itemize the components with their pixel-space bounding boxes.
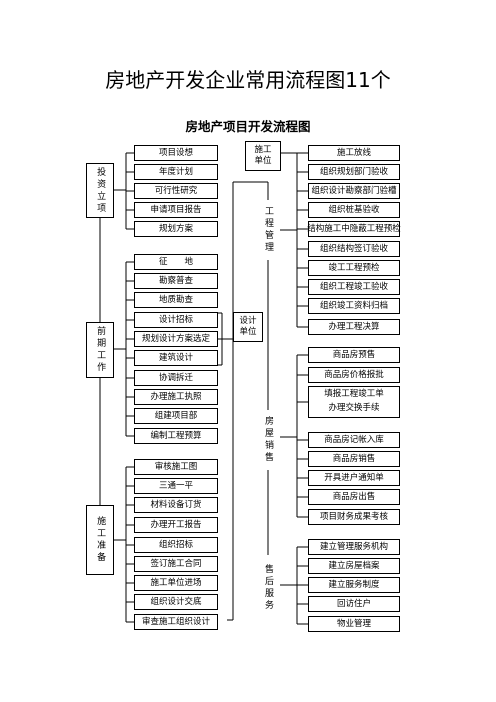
group-housing-sales: 房屋销售 <box>262 410 274 470</box>
step-budget-preparation: 编制工程预算 <box>134 428 218 444</box>
design-unit-line2: 单位 <box>239 327 257 337</box>
group-after-sales-service: 售后服务 <box>262 555 274 621</box>
design-unit-line1: 设计 <box>239 315 257 326</box>
step-survey-census: 勘察普查 <box>134 273 218 289</box>
step-price-approval: 商品房价格报批 <box>308 367 400 383</box>
step-commencement-report: 办理开工报告 <box>134 517 218 533</box>
step-planning-scheme: 规划方案 <box>134 221 218 237</box>
step-land-acquisition: 征 地 <box>134 254 218 270</box>
step-drawing-review: 审核施工图 <box>134 459 218 475</box>
step-design-scheme-selection: 规划设计方案选定 <box>134 331 218 347</box>
step-planning-acceptance: 组织规划部门验收 <box>308 164 400 180</box>
step-construction-staking: 施工放线 <box>308 145 400 161</box>
step-property-management: 物业管理 <box>308 616 400 632</box>
step-foundation-inspection: 组织设计勘察部门验槽 <box>308 183 400 199</box>
step-service-rules: 建立服务制度 <box>308 577 400 593</box>
step-site-leveling: 三通一平 <box>134 478 218 494</box>
step-service-org-setup: 建立管理服务机构 <box>308 539 400 555</box>
step-documents-archiving: 组织竣工资料归档 <box>308 298 400 314</box>
step-project-concept: 项目设想 <box>134 145 218 161</box>
flowchart-title: 房地产项目开发流程图 <box>185 119 311 134</box>
step-inventory-booking: 商品房记帐入库 <box>308 432 400 448</box>
step-feasibility-study: 可行性研究 <box>134 183 218 199</box>
step-concealed-works-check: 结构施工中隐蔽工程预检 <box>307 221 401 237</box>
step-geological-survey: 地质勘查 <box>134 292 218 308</box>
step-material-ordering: 材料设备订货 <box>134 497 218 513</box>
step-sales: 商品房销售 <box>308 451 400 467</box>
construction-unit-box: 施工 单位 <box>245 141 281 171</box>
step-financial-assessment: 项目财务成果考核 <box>308 509 400 525</box>
step-construction-org-review: 审查施工组织设计 <box>134 614 218 630</box>
step-completion-handover: 填报工程竣工单 办理交换手续 <box>308 386 400 418</box>
step-relocation-coordination: 协调拆迁 <box>134 370 218 386</box>
group-investment-approval: 投资立项 <box>86 163 114 218</box>
group-construction-preparation: 施工准备 <box>86 505 114 575</box>
step-structure-acceptance: 组织结构签订验收 <box>308 241 400 257</box>
step-project-team-setup: 组建项目部 <box>134 408 218 424</box>
group-preliminary-work: 前期工作 <box>86 322 114 378</box>
step-design-briefing: 组织设计交底 <box>134 594 218 610</box>
step-sign-contract: 签订施工合同 <box>134 556 218 572</box>
step-contractor-entry: 施工单位进场 <box>134 575 218 591</box>
construction-unit-line2: 单位 <box>254 156 272 166</box>
step-annual-plan: 年度计划 <box>134 164 218 180</box>
step-housing-records: 建立房屋档案 <box>308 558 400 574</box>
step-completion-precheck: 竣工工程预检 <box>308 260 400 276</box>
step-move-in-notice: 开具进户通知单 <box>308 470 400 486</box>
step-house-sold: 商品房出售 <box>308 489 400 505</box>
page-title: 房地产开发企业常用流程图11个 <box>105 68 391 92</box>
step-final-accounts: 办理工程决算 <box>308 319 400 335</box>
step-construction-permit: 办理施工执照 <box>134 389 218 405</box>
group-engineering-management: 工程管理 <box>262 200 274 260</box>
construction-unit-line1: 施工 <box>254 144 272 155</box>
step-design-bidding: 设计招标 <box>134 312 218 328</box>
step-completion-acceptance: 组织工程竣工验收 <box>308 279 400 295</box>
step-pile-acceptance: 组织桩基验收 <box>308 202 400 218</box>
step-organize-bidding: 组织招标 <box>134 537 218 553</box>
design-unit-box: 设计 单位 <box>233 312 263 342</box>
step-architectural-design: 建筑设计 <box>134 350 218 366</box>
step-presale: 商品房预售 <box>308 347 400 363</box>
step-project-application: 申请项目报告 <box>134 202 218 218</box>
step-resident-visits: 回访住户 <box>308 596 400 612</box>
